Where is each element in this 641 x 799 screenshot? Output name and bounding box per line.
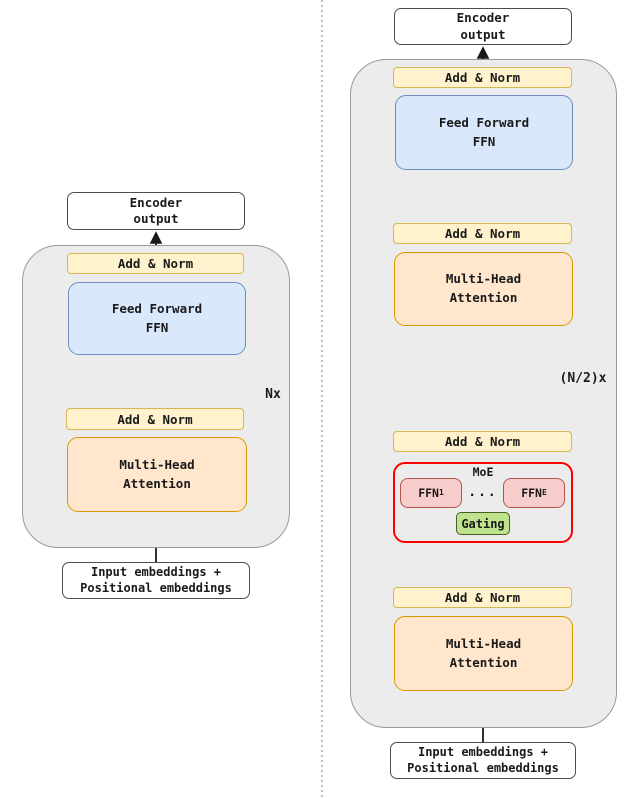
left-add-norm-top-box: Add & Norm [67, 253, 244, 274]
moe-label: MoE [472, 465, 494, 479]
right-add-norm-4-box: Add & Norm [393, 587, 572, 608]
right-encoder-output-box: Encoder output [394, 8, 572, 45]
right-add-norm-2-box: Add & Norm [393, 223, 572, 244]
moe-container [393, 462, 573, 543]
left-multi-head-attention-box: Multi-Head Attention [67, 437, 247, 512]
right-multi-head-attention-upper-box: Multi-Head Attention [394, 252, 573, 326]
right-add-norm-1-box: Add & Norm [393, 67, 572, 88]
moe-gating-box: Gating [456, 512, 510, 535]
right-repeat-label: (N/2)x [559, 370, 607, 386]
right-input-embeddings-box: Input embeddings + Positional embeddings [390, 742, 576, 779]
right-add-norm-3-box: Add & Norm [393, 431, 572, 452]
moe-expert-ffnE-label: FFN [521, 486, 542, 500]
moe-expert-ffn1-label: FFN [418, 486, 439, 500]
right-multi-head-attention-lower-box: Multi-Head Attention [394, 616, 573, 691]
moe-ellipsis: ... [468, 484, 498, 500]
left-input-embeddings-box: Input embeddings + Positional embeddings [62, 562, 250, 599]
left-repeat-label: Nx [265, 386, 281, 402]
right-feed-forward-box: Feed Forward FFN [395, 95, 573, 170]
left-encoder-output-box: Encoder output [67, 192, 245, 230]
left-add-norm-bottom-box: Add & Norm [66, 408, 244, 430]
left-feed-forward-box: Feed Forward FFN [68, 282, 246, 355]
